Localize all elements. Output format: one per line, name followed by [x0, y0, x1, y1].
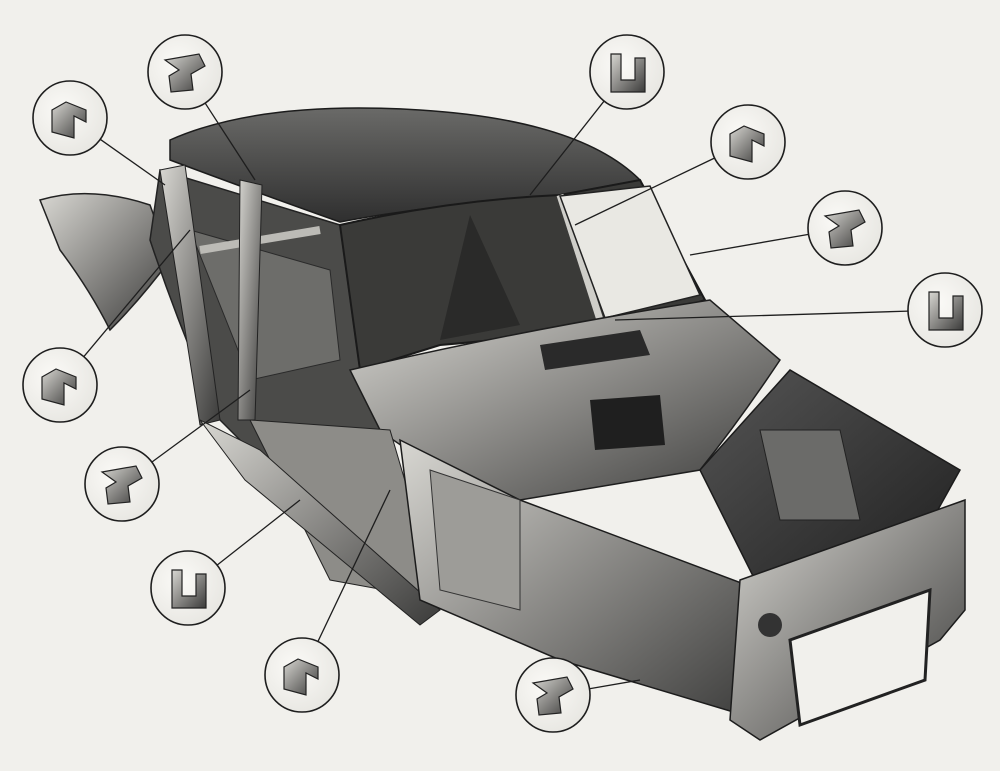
leader-line — [689, 233, 809, 256]
sill-section-icon — [150, 550, 226, 626]
door-frame-section-icon — [22, 347, 98, 423]
leader-lines — [83, 100, 909, 690]
leader-line — [83, 229, 191, 358]
a-pillar-section-icon — [710, 104, 786, 180]
car-body — [38, 107, 966, 741]
windscreen-header-section-icon — [589, 34, 665, 110]
leader-line — [574, 157, 715, 226]
leader-line — [204, 102, 256, 181]
b-pillar-section-icon — [84, 446, 160, 522]
profile-section — [928, 291, 964, 331]
profile-section — [171, 569, 207, 609]
windscreen-side-section-icon — [807, 190, 883, 266]
profile-section — [823, 209, 866, 249]
profile-section — [163, 53, 206, 93]
front-chassis-leg-section-icon — [515, 657, 591, 733]
leader-line — [614, 310, 909, 321]
a-rear-pillar — [159, 164, 221, 426]
profile-section — [51, 101, 87, 139]
callout-circle — [589, 34, 665, 110]
leader-line — [151, 389, 251, 463]
leader-line — [99, 138, 166, 186]
callout-circle — [150, 550, 226, 626]
leader-line — [317, 489, 391, 642]
leader-line — [529, 100, 605, 196]
rear-pillar-section-icon — [32, 80, 108, 156]
floor-crossmember-section-icon — [264, 637, 340, 713]
callout-circle — [907, 272, 983, 348]
leader-line — [216, 499, 301, 566]
sill — [199, 419, 441, 626]
profile-section — [283, 658, 319, 696]
profile-section — [531, 676, 574, 716]
scuttle-section-icon — [907, 272, 983, 348]
roof-rail-section-icon — [147, 34, 223, 110]
profile-section — [41, 368, 77, 406]
profile-section — [610, 53, 646, 93]
profile-section — [100, 465, 143, 505]
rear-fender — [38, 192, 171, 332]
callouts — [22, 34, 983, 733]
profile-section — [729, 125, 765, 163]
leader-line — [589, 679, 641, 690]
